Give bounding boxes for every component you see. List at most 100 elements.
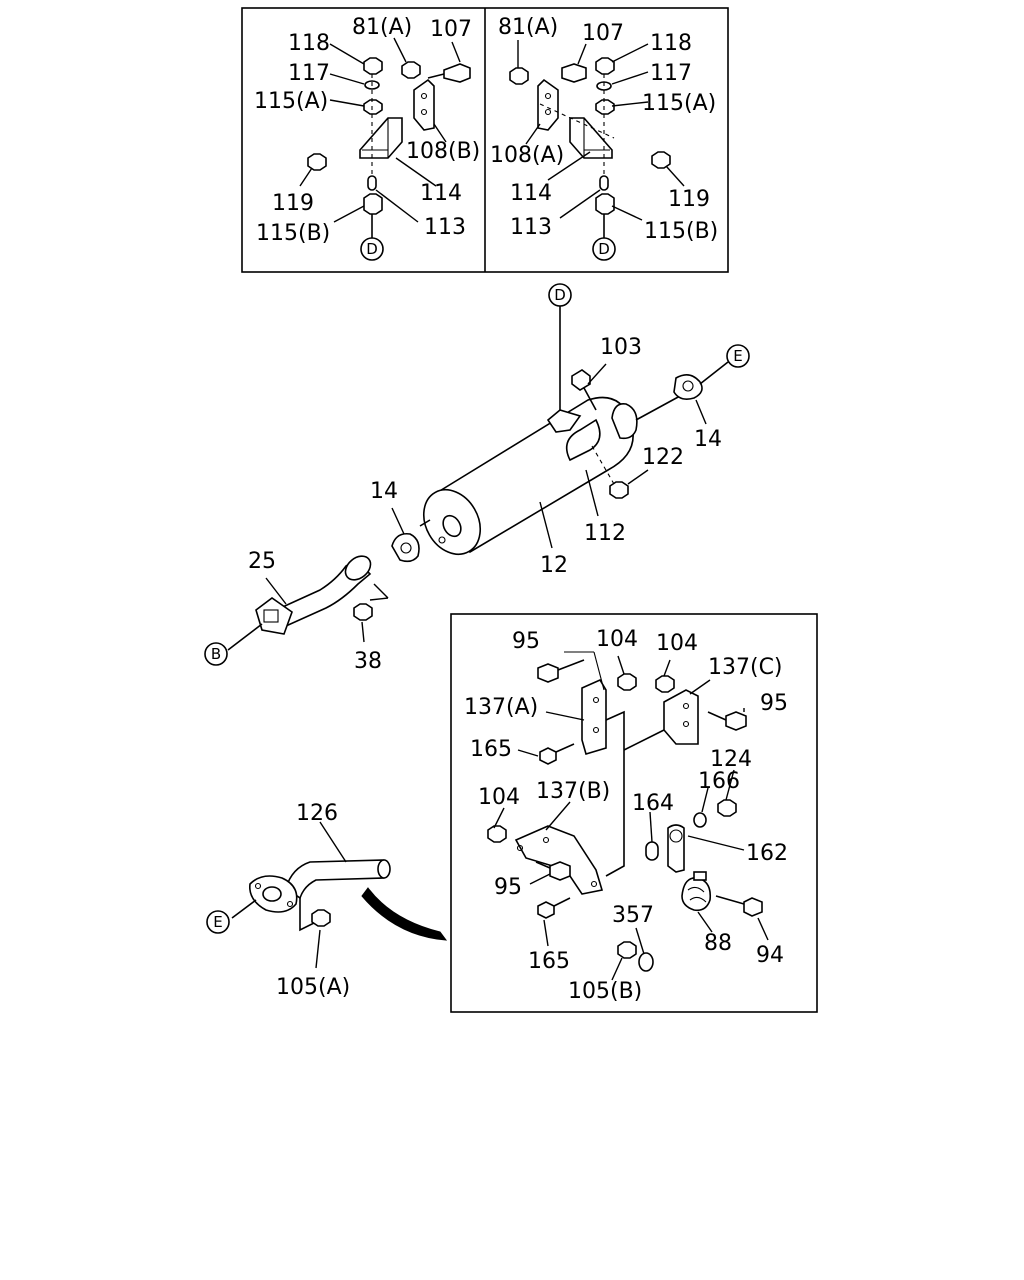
label-164: 164 xyxy=(632,791,674,816)
gasket-14-right xyxy=(673,374,703,400)
callout-e-left: E xyxy=(213,913,222,931)
callout-d-inset-right: D xyxy=(598,240,610,258)
label-137c: 137(C) xyxy=(708,655,783,680)
bolt-95-c xyxy=(549,861,571,881)
label-95-a: 95 xyxy=(512,629,540,654)
callout-b-circle xyxy=(204,642,228,666)
collar-164 xyxy=(645,841,659,861)
label-14-right: 14 xyxy=(694,427,722,452)
nut-119-left xyxy=(307,153,327,171)
bolt-107-right xyxy=(561,63,587,83)
label-126: 126 xyxy=(296,801,338,826)
bolt-165-b xyxy=(537,901,555,919)
gasket-14-left xyxy=(391,532,420,563)
nut-81a-left xyxy=(401,61,421,79)
label-118-left: 118 xyxy=(288,31,330,56)
callout-d-inset-left-circle xyxy=(360,237,384,261)
label-107-right: 107 xyxy=(582,21,624,46)
nut-104-b xyxy=(655,675,675,693)
callout-e-right-circle xyxy=(726,344,750,368)
label-105b: 105(B) xyxy=(568,979,642,1004)
collar-113-left xyxy=(367,175,377,191)
label-25: 25 xyxy=(248,549,276,574)
label-88: 88 xyxy=(704,931,732,956)
nut-105b xyxy=(617,941,637,959)
label-95-b: 95 xyxy=(760,691,788,716)
label-122: 122 xyxy=(642,445,684,470)
nut-124 xyxy=(717,799,737,817)
label-115a-right: 115(A) xyxy=(642,91,716,116)
label-94: 94 xyxy=(756,943,784,968)
bottom-inset-frame xyxy=(450,613,818,1013)
label-38: 38 xyxy=(354,649,382,674)
label-103: 103 xyxy=(600,335,642,360)
label-81a-left: 81(A) xyxy=(352,15,412,40)
bolt-95-a xyxy=(537,663,559,683)
bracket-137b xyxy=(514,825,604,895)
label-115a-left: 115(A) xyxy=(254,89,328,114)
callout-b-left: B xyxy=(211,645,221,663)
nut-38 xyxy=(353,603,373,621)
label-114-left: 114 xyxy=(420,181,462,206)
label-104-b: 104 xyxy=(656,631,698,656)
washer-166 xyxy=(693,812,707,828)
label-137b: 137(B) xyxy=(536,779,610,804)
label-118-right: 118 xyxy=(650,31,692,56)
rubber-115a-right xyxy=(595,99,615,115)
bracket-114-right xyxy=(569,117,613,159)
collar-113-right xyxy=(599,175,609,191)
label-119-left: 119 xyxy=(272,191,314,216)
shield-112 xyxy=(565,418,601,462)
hanger-rod xyxy=(605,710,625,877)
label-117-left: 117 xyxy=(288,61,330,86)
label-114-right: 114 xyxy=(510,181,552,206)
label-112: 112 xyxy=(584,521,626,546)
muffler-assembly: D E xyxy=(204,283,750,674)
bolt-165-a xyxy=(539,747,557,765)
callout-d-top: D xyxy=(554,286,566,304)
bracket-137a xyxy=(581,678,607,755)
nut-81a-right xyxy=(509,67,529,85)
label-113-right: 113 xyxy=(510,215,552,240)
callout-e-left-circle xyxy=(206,910,230,934)
bolt-94 xyxy=(743,897,763,917)
label-115b-right: 115(B) xyxy=(644,219,718,244)
bolt-107-left xyxy=(443,63,471,83)
label-107-left: 107 xyxy=(430,17,472,42)
label-104-a: 104 xyxy=(596,627,638,652)
rubber-115b-left xyxy=(363,193,383,215)
washer-357 xyxy=(638,952,654,972)
label-165-b: 165 xyxy=(528,949,570,974)
nut-104-c xyxy=(487,825,507,843)
label-95-c: 95 xyxy=(494,875,522,900)
label-113-left: 113 xyxy=(424,215,466,240)
bolt-95-b xyxy=(725,711,747,731)
label-137a: 137(A) xyxy=(464,695,538,720)
nut-118-right xyxy=(595,57,615,75)
left-inset-parts: D xyxy=(299,37,471,261)
bracket-114-left xyxy=(359,117,403,159)
clamp-88 xyxy=(681,877,712,912)
label-108a: 108(A) xyxy=(490,143,564,168)
nut-104-a xyxy=(617,673,637,691)
label-124: 124 xyxy=(710,747,752,772)
label-14-left: 14 xyxy=(370,479,398,504)
muffler-outlet xyxy=(611,402,638,440)
callout-d-inset-right-circle xyxy=(592,237,616,261)
nut-119-right xyxy=(651,151,671,169)
top-inset: D xyxy=(241,7,729,273)
bolt-103 xyxy=(571,369,591,391)
label-117-right: 117 xyxy=(650,61,692,86)
clamp-162 xyxy=(667,824,685,873)
detail-sweep-indicator xyxy=(361,887,448,941)
nut-118-left xyxy=(363,57,383,75)
label-12: 12 xyxy=(540,553,568,578)
bracket-108b xyxy=(413,78,435,131)
label-105a: 105(A) xyxy=(276,975,350,1000)
label-81a-right: 81(A) xyxy=(498,15,558,40)
bracket-137c xyxy=(663,689,699,745)
label-104-c: 104 xyxy=(478,785,520,810)
label-165-a: 165 xyxy=(470,737,512,762)
rubber-115a-left xyxy=(363,99,383,115)
nut-105a xyxy=(311,909,331,927)
